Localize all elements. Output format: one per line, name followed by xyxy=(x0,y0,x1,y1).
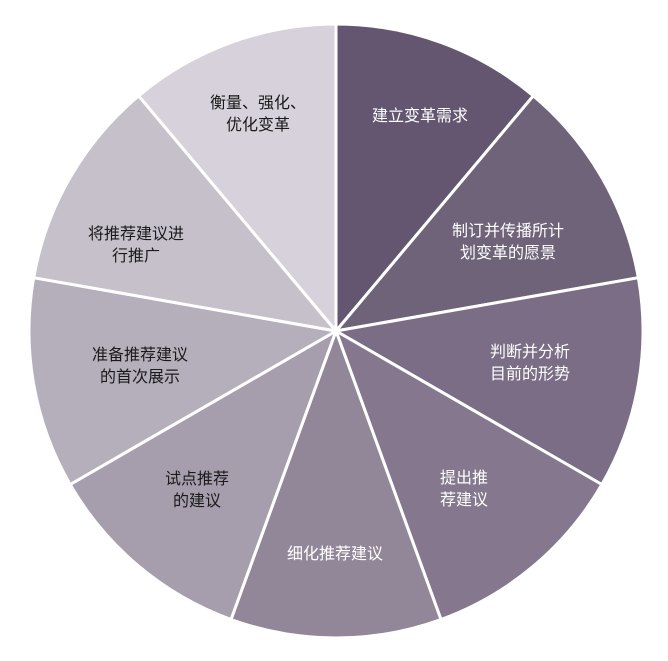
wheel-segments xyxy=(27,22,645,640)
segment-label-4-line-2: 荐建议 xyxy=(440,490,488,509)
segment-label-5: 细化推荐建议 xyxy=(287,544,383,563)
segment-label-9: 衡量、强化、优化变革 xyxy=(210,93,306,134)
wheel-segment-7 xyxy=(27,276,338,486)
segment-label-9-line-1: 衡量、强化、 xyxy=(210,93,306,112)
segment-label-3: 判断并分析目前的形势 xyxy=(490,342,570,383)
segment-label-5-line-1: 细化推荐建议 xyxy=(287,544,383,563)
segment-label-2-line-2: 划变革的愿景 xyxy=(460,243,556,262)
segment-label-2-line-1: 制订并传播所计 xyxy=(452,221,564,240)
wheel-segment-2 xyxy=(334,94,640,333)
segment-label-8: 将推荐建议进行推广 xyxy=(88,224,184,265)
wheel-segment-5 xyxy=(229,329,443,640)
segment-label-1: 建立变革需求 xyxy=(372,106,468,125)
segment-label-6-line-1: 试点推荐 xyxy=(165,469,229,488)
segment-label-3-line-1: 判断并分析 xyxy=(490,342,570,361)
segment-label-7: 准备推荐建议的首次展示 xyxy=(92,345,188,386)
wheel-segment-4 xyxy=(334,329,604,621)
segment-label-2: 制订并传播所计划变革的愿景 xyxy=(452,221,564,262)
segment-label-3-line-2: 目前的形势 xyxy=(490,364,570,383)
segment-label-9-line-2: 优化变革 xyxy=(226,115,290,134)
wheel-segment-1 xyxy=(334,22,535,333)
wheel-segment-3 xyxy=(334,276,645,486)
segment-label-4-line-1: 提出推 xyxy=(440,468,488,487)
segment-label-8-line-1: 将推荐建议进 xyxy=(88,224,184,243)
wheel-labels: 建立变革需求制订并传播所计划变革的愿景判断并分析目前的形势提出推荐建议细化推荐建… xyxy=(88,93,570,563)
wheel-segment-6 xyxy=(68,329,338,621)
segment-label-7-line-2: 的首次展示 xyxy=(100,367,180,386)
segment-label-6-line-2: 的建议 xyxy=(173,491,221,510)
wheel-segment-8 xyxy=(32,94,338,333)
segment-label-1-line-1: 建立变革需求 xyxy=(372,106,468,125)
wheel-segment-9 xyxy=(137,22,338,333)
segment-label-8-line-2: 行推广 xyxy=(112,246,160,265)
segment-label-6: 试点推荐的建议 xyxy=(165,469,229,510)
segment-label-7-line-1: 准备推荐建议 xyxy=(92,345,188,364)
segment-label-4: 提出推荐建议 xyxy=(440,468,488,509)
